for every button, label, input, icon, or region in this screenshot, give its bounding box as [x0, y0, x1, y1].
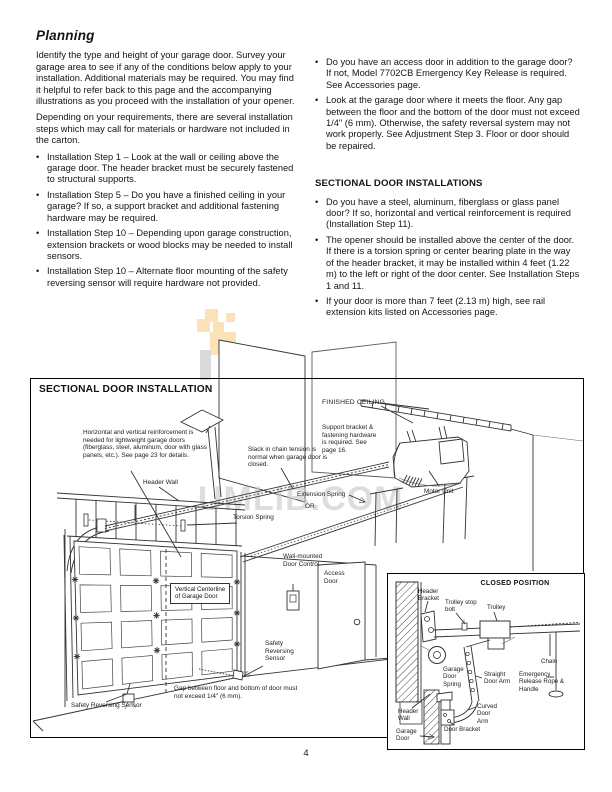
inset-title: CLOSED POSITION: [480, 580, 550, 587]
umlib-watermark-logo: [197, 309, 397, 503]
support-bracket-note: Support bracket & fastening hardware is …: [322, 424, 377, 455]
slack-note: Slack in chain tension is normal when ga…: [248, 446, 328, 469]
trolley-label: Trolley: [487, 604, 506, 611]
bullet-item: Do you have an access door in addition t…: [315, 57, 580, 91]
sectional-installations-heading: SECTIONAL DOOR INSTALLATIONS: [315, 178, 483, 190]
closed-position-inset: CLOSED POSITION Header Bracket Trolley s…: [387, 573, 585, 750]
page-title: Planning: [36, 28, 95, 43]
inset-header-wall-label: Header Wall: [398, 708, 419, 723]
curved-door-arm-label: Curved Door Arm: [477, 703, 497, 725]
page-number: 4: [303, 748, 309, 759]
diagram-title: SECTIONAL DOOR INSTALLATION: [39, 384, 213, 395]
or-divider-label: OR: [305, 503, 315, 510]
planning-bullet-list: Installation Step 1 – Look at the wall o…: [36, 152, 299, 289]
centerline-label: Vertical Centerline of Garage Door: [170, 583, 230, 604]
safety-sensor-bottom-label: Safety Reversing Sensor: [71, 702, 142, 709]
header-wall-label: Header Wall: [143, 479, 178, 486]
motor-unit-label: Motor Unit: [424, 488, 454, 495]
garage-door-spring-label: Garage Door Spring: [443, 666, 464, 688]
bullet-item: Installation Step 5 – Do you have a fini…: [36, 190, 299, 224]
right-column: Do you have an access door in addition t…: [315, 55, 580, 323]
bullet-item: Installation Step 1 – Look at the wall o…: [36, 152, 299, 186]
door-bracket-label: Door Bracket: [444, 726, 481, 733]
reinforcement-note: Horizontal and vertical reinforcement is…: [83, 429, 207, 460]
access-door-label: Access Door: [324, 570, 345, 585]
bullet-item: The opener should be installed above the…: [315, 235, 580, 292]
sectional-door-installation-diagram: SECTIONAL DOOR INSTALLATION Horizontal a…: [30, 378, 585, 750]
bullet-item: If your door is more than 7 feet (2.13 m…: [315, 296, 580, 319]
gap-note: Gap between floor and bottom of door mus…: [174, 685, 298, 700]
finished-ceiling-label: FINISHED CEILING: [322, 399, 386, 406]
requirements-paragraph: Depending on your requirements, there ar…: [36, 112, 293, 146]
intro-paragraph: Identify the type and height of your gar…: [36, 50, 295, 107]
safety-sensor-right-label: Safety Reversing Sensor: [265, 640, 294, 663]
straight-door-arm-label: Straight Door Arm: [484, 671, 511, 686]
bullet-item: Do you have a steel, aluminum, fiberglas…: [315, 197, 580, 231]
trolley-stop-bolt-label: Trolley stop bolt: [445, 599, 477, 614]
closed-position-illustration: [395, 581, 581, 745]
left-column: Planning Identify the type and height of…: [36, 28, 299, 293]
bullet-item: Installation Step 10 – Alternate floor m…: [36, 266, 299, 289]
access-door-bullet-list: Do you have an access door in addition t…: [315, 57, 580, 152]
torsion-spring-label: Torsion Spring: [233, 514, 274, 521]
sectional-bullet-list: Do you have a steel, aluminum, fiberglas…: [315, 197, 580, 319]
extension-spring-label: Extension Spring: [297, 491, 346, 498]
emergency-release-label: Emergency Release Rope & Handle: [519, 671, 565, 693]
bullet-item: Installation Step 10 – Depending upon ga…: [36, 228, 299, 262]
inset-garage-door-label: Garage Door: [396, 728, 417, 743]
chain-label: Chain: [541, 658, 558, 665]
bullet-item: Look at the garage door where it meets t…: [315, 95, 580, 152]
header-bracket-label: Header Bracket: [418, 588, 439, 603]
wall-control-label: Wall-mounted Door Control: [283, 553, 323, 568]
umlib-watermark-text: UMLIB.COM: [198, 480, 404, 518]
